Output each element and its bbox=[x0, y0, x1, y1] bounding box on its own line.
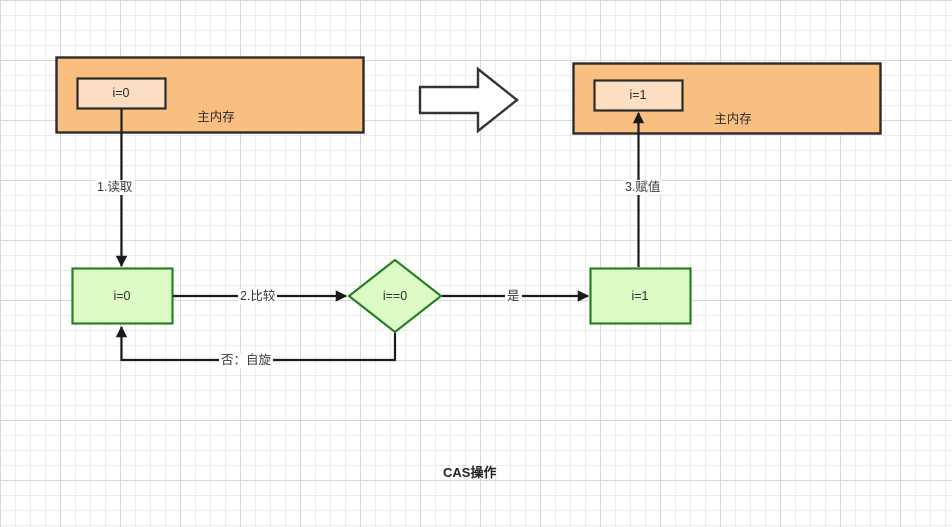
thread-write-value-label: i=1 bbox=[631, 289, 649, 303]
main-memory-before-value-label: i=0 bbox=[112, 86, 130, 100]
thread-read-value-label: i=0 bbox=[113, 289, 131, 303]
compare-decision-diamond bbox=[347, 258, 443, 334]
main-memory-after-title: 主内存 bbox=[714, 112, 752, 126]
thread-write-box bbox=[589, 267, 692, 325]
edge-label-assign: 3.赋值 bbox=[623, 180, 663, 195]
main-memory-after-value-box bbox=[593, 79, 684, 112]
main-memory-before-title: 主内存 bbox=[197, 110, 235, 124]
right-block-arrow-icon bbox=[418, 66, 519, 134]
diagram-caption: CAS操作 bbox=[443, 465, 497, 480]
edge-label-yes: 是 bbox=[505, 289, 522, 304]
compare-decision-label: i==0 bbox=[382, 289, 408, 303]
main-memory-after-value-label: i=1 bbox=[629, 88, 647, 102]
thread-read-box bbox=[71, 267, 174, 325]
main-memory-before-value-box bbox=[76, 77, 167, 110]
edge-label-compare: 2.比较 bbox=[238, 289, 278, 304]
edge-label-spin: 否：自旋 bbox=[219, 353, 274, 368]
edge-label-read: 1.读取 bbox=[95, 180, 135, 195]
